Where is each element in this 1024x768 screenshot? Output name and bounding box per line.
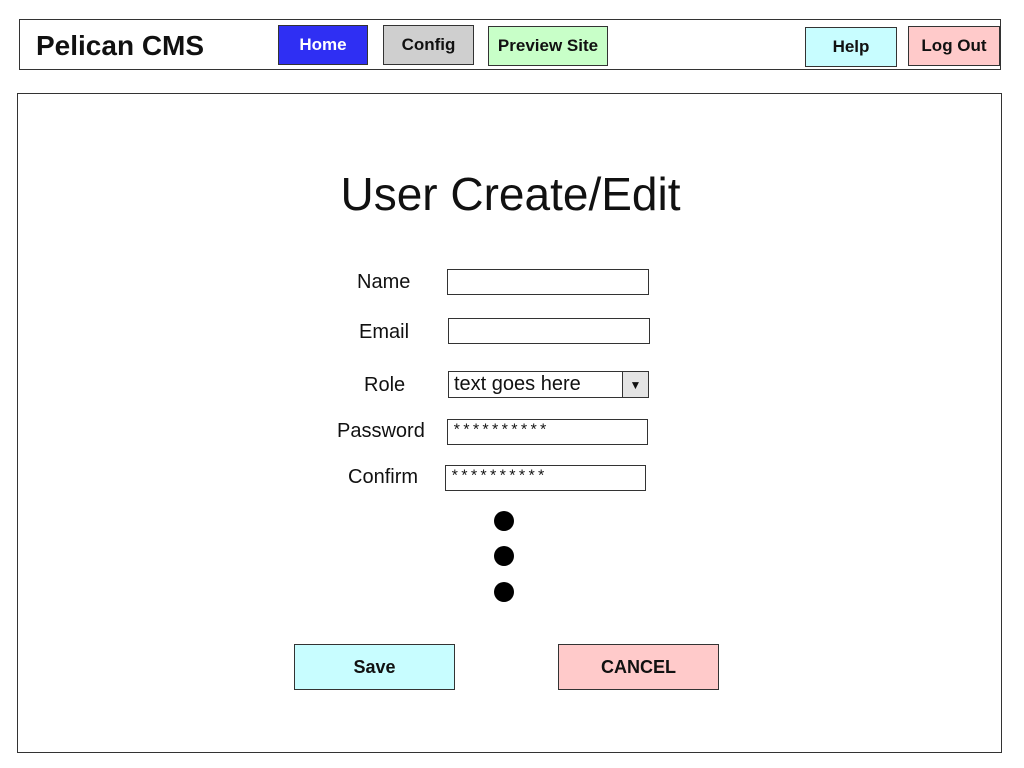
- role-label: Role: [364, 374, 406, 396]
- help-button[interactable]: Help: [805, 27, 897, 67]
- app-brand: Pelican CMS: [36, 30, 205, 61]
- dropdown-arrow-icon[interactable]: ▼: [622, 372, 648, 397]
- user-form-panel: User Create/Edit Name Email Role text go…: [17, 93, 1002, 753]
- confirm-label: Confirm: [348, 466, 419, 488]
- cancel-button[interactable]: CANCEL: [558, 644, 719, 690]
- preview-site-button[interactable]: Preview Site: [488, 26, 608, 66]
- page-title: User Create/Edit: [340, 168, 681, 220]
- log-out-button[interactable]: Log Out: [908, 26, 1000, 66]
- name-label: Name: [357, 271, 411, 293]
- role-select[interactable]: text goes here ▼: [448, 371, 649, 398]
- password-field[interactable]: **********: [447, 419, 648, 445]
- role-selected-value: text goes here: [454, 373, 581, 395]
- confirm-password-field[interactable]: **********: [445, 465, 646, 491]
- home-button[interactable]: Home: [278, 25, 368, 65]
- email-field[interactable]: [448, 318, 650, 344]
- ellipsis-dot: [494, 582, 514, 602]
- ellipsis-dot: [494, 511, 514, 531]
- name-field[interactable]: [447, 269, 649, 295]
- password-label: Password: [337, 420, 425, 442]
- config-button[interactable]: Config: [383, 25, 474, 65]
- top-nav-bar: Pelican CMS Home Config Preview Site Hel…: [19, 19, 1001, 70]
- ellipsis-dot: [494, 546, 514, 566]
- email-label: Email: [359, 321, 410, 343]
- save-button[interactable]: Save: [294, 644, 455, 690]
